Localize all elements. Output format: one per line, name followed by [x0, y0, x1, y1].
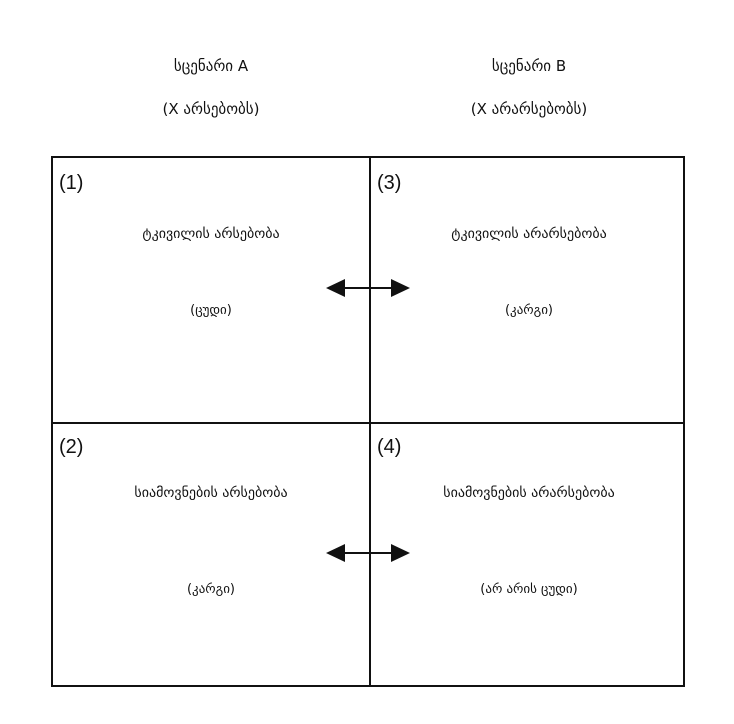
cell-3-value: (კარგი) [504, 303, 553, 318]
cell-2-value: (კარგი) [186, 582, 235, 597]
cell-4-value: (არ არის ცუდი) [480, 582, 578, 597]
scenario-a-subtitle: (X არსებობს) [162, 100, 260, 118]
scenario-b-title: სცენარი B [491, 57, 567, 75]
vertical-divider [369, 158, 371, 685]
cell-1-label: ტკივილის არსებობა [142, 226, 280, 242]
scenario-a-title: სცენარი A [173, 57, 249, 75]
cell-3-label: ტკივილის არარსებობა [451, 226, 607, 242]
cell-3-number: (3) [377, 172, 402, 194]
horizontal-divider [53, 422, 683, 424]
cell-1-value: (ცუდი) [190, 303, 232, 318]
scenario-b-subtitle: (X არარსებობს) [470, 100, 588, 118]
bottom-double-arrow [326, 544, 410, 562]
cell-2-number: (2) [59, 436, 84, 458]
cell-2-label: სიამოვნების არსებობა [134, 485, 288, 501]
cell-1-number: (1) [59, 172, 84, 194]
comparison-grid: (1) ტკივილის არსებობა (ცუდი) (2) სიამოვნ… [51, 156, 685, 687]
cell-4-number: (4) [377, 436, 402, 458]
cell-4-label: სიამოვნების არარსებობა [443, 485, 615, 501]
top-double-arrow [326, 279, 410, 297]
